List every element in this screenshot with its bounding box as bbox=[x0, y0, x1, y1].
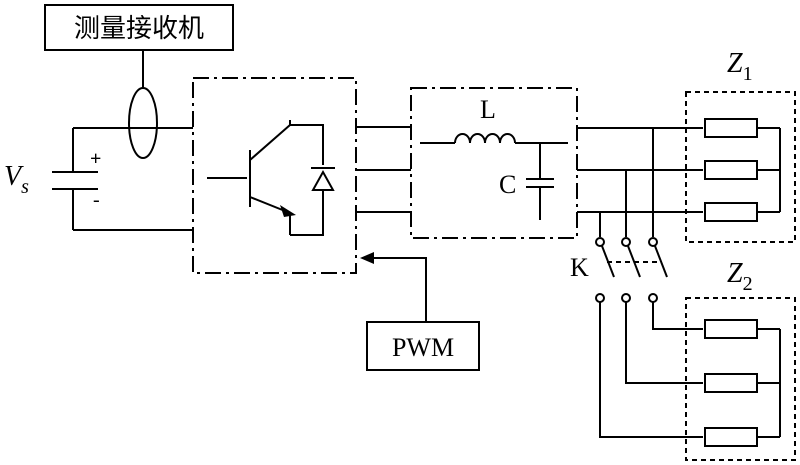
source-plus: + bbox=[90, 148, 101, 170]
inductor-icon bbox=[454, 133, 516, 144]
pwm-block: PWM bbox=[366, 321, 480, 371]
z2-label: Z2 bbox=[727, 258, 753, 295]
switch-k: K bbox=[570, 237, 668, 303]
pwm-signal-wire bbox=[372, 257, 427, 322]
receiver-label: 测量接收机 bbox=[74, 14, 204, 44]
pwm-label: PWM bbox=[392, 333, 454, 362]
current-probe-icon bbox=[128, 87, 158, 159]
load-z2: Z2 bbox=[685, 258, 796, 461]
source-minus: - bbox=[93, 189, 100, 211]
dc-source: + - Vs bbox=[4, 128, 101, 230]
emitter-arrow-icon bbox=[280, 205, 296, 217]
resistor-icon bbox=[704, 160, 758, 180]
switch-label: K bbox=[570, 253, 589, 282]
lc-filter: L C bbox=[410, 87, 578, 239]
resistor-icon bbox=[704, 319, 758, 339]
source-label: Vs bbox=[4, 161, 29, 198]
measurement-receiver: 测量接收机 bbox=[44, 4, 234, 51]
resistor-icon bbox=[704, 202, 758, 222]
inductor-label: L bbox=[480, 95, 496, 124]
z2-wire-c bbox=[599, 302, 703, 438]
resistor-icon bbox=[704, 118, 758, 138]
resistor-icon bbox=[704, 427, 758, 447]
z2-wire-b bbox=[625, 302, 703, 384]
z1-label: Z1 bbox=[727, 48, 753, 85]
capacitor-label: C bbox=[499, 170, 516, 199]
load-z1: Z1 bbox=[685, 48, 796, 243]
inverter bbox=[192, 77, 357, 274]
resistor-icon bbox=[704, 373, 758, 393]
z2-wire-a bbox=[652, 302, 703, 330]
pwm-arrow-icon bbox=[360, 252, 374, 264]
